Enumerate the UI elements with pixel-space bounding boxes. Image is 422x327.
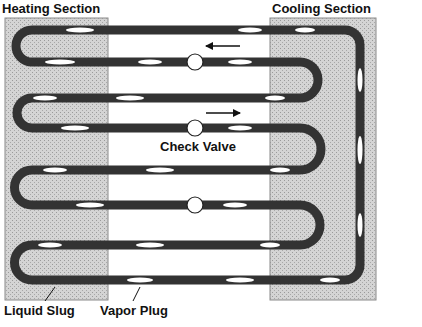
part-label: Liquid Slug: [4, 303, 75, 318]
vapor-plug: [136, 243, 164, 248]
vapor-plug: [33, 96, 57, 101]
check-valve: [187, 120, 203, 136]
vapor-plug: [228, 126, 252, 131]
part-label: Vapor Plug: [100, 303, 168, 318]
vapor-plug: [358, 213, 363, 237]
section-region: Heating Section: [5, 0, 108, 300]
vapor-plug: [260, 243, 280, 248]
vapor-plug: [226, 278, 254, 283]
vapor-plug: [223, 203, 247, 208]
vapor-plug: [358, 136, 363, 164]
check-valve: [187, 197, 203, 213]
tube-path: [15, 30, 361, 280]
vapor-plug: [76, 203, 104, 208]
vapor-plug: [228, 60, 252, 65]
vapor-plug: [358, 68, 363, 92]
leader-line: [133, 287, 140, 301]
vapor-plug: [61, 126, 89, 131]
vapor-plug: [270, 168, 290, 173]
part-label: Check Valve: [160, 139, 236, 154]
leader-line: [45, 287, 55, 301]
serpentine-tube: [15, 28, 363, 283]
flow-arrow: [206, 112, 240, 114]
vapor-plug: [265, 96, 285, 101]
section-region: Cooling Section: [270, 0, 376, 300]
flow-arrow: [206, 45, 240, 47]
section-heading: Cooling Section: [272, 1, 378, 16]
section-heading: Heating Section: [2, 1, 105, 16]
vapor-plug: [320, 278, 340, 283]
vapor-plug: [116, 96, 144, 101]
vapor-plug: [238, 28, 262, 33]
vapor-plug: [66, 28, 94, 33]
vapor-plug: [38, 243, 62, 248]
vapor-plug: [138, 60, 162, 65]
vapor-plug: [146, 168, 174, 173]
vapor-plug: [43, 168, 67, 173]
check-valve: [187, 54, 203, 70]
vapor-plug: [295, 28, 315, 33]
vapor-plug: [45, 60, 75, 65]
vapor-plug: [127, 278, 153, 283]
